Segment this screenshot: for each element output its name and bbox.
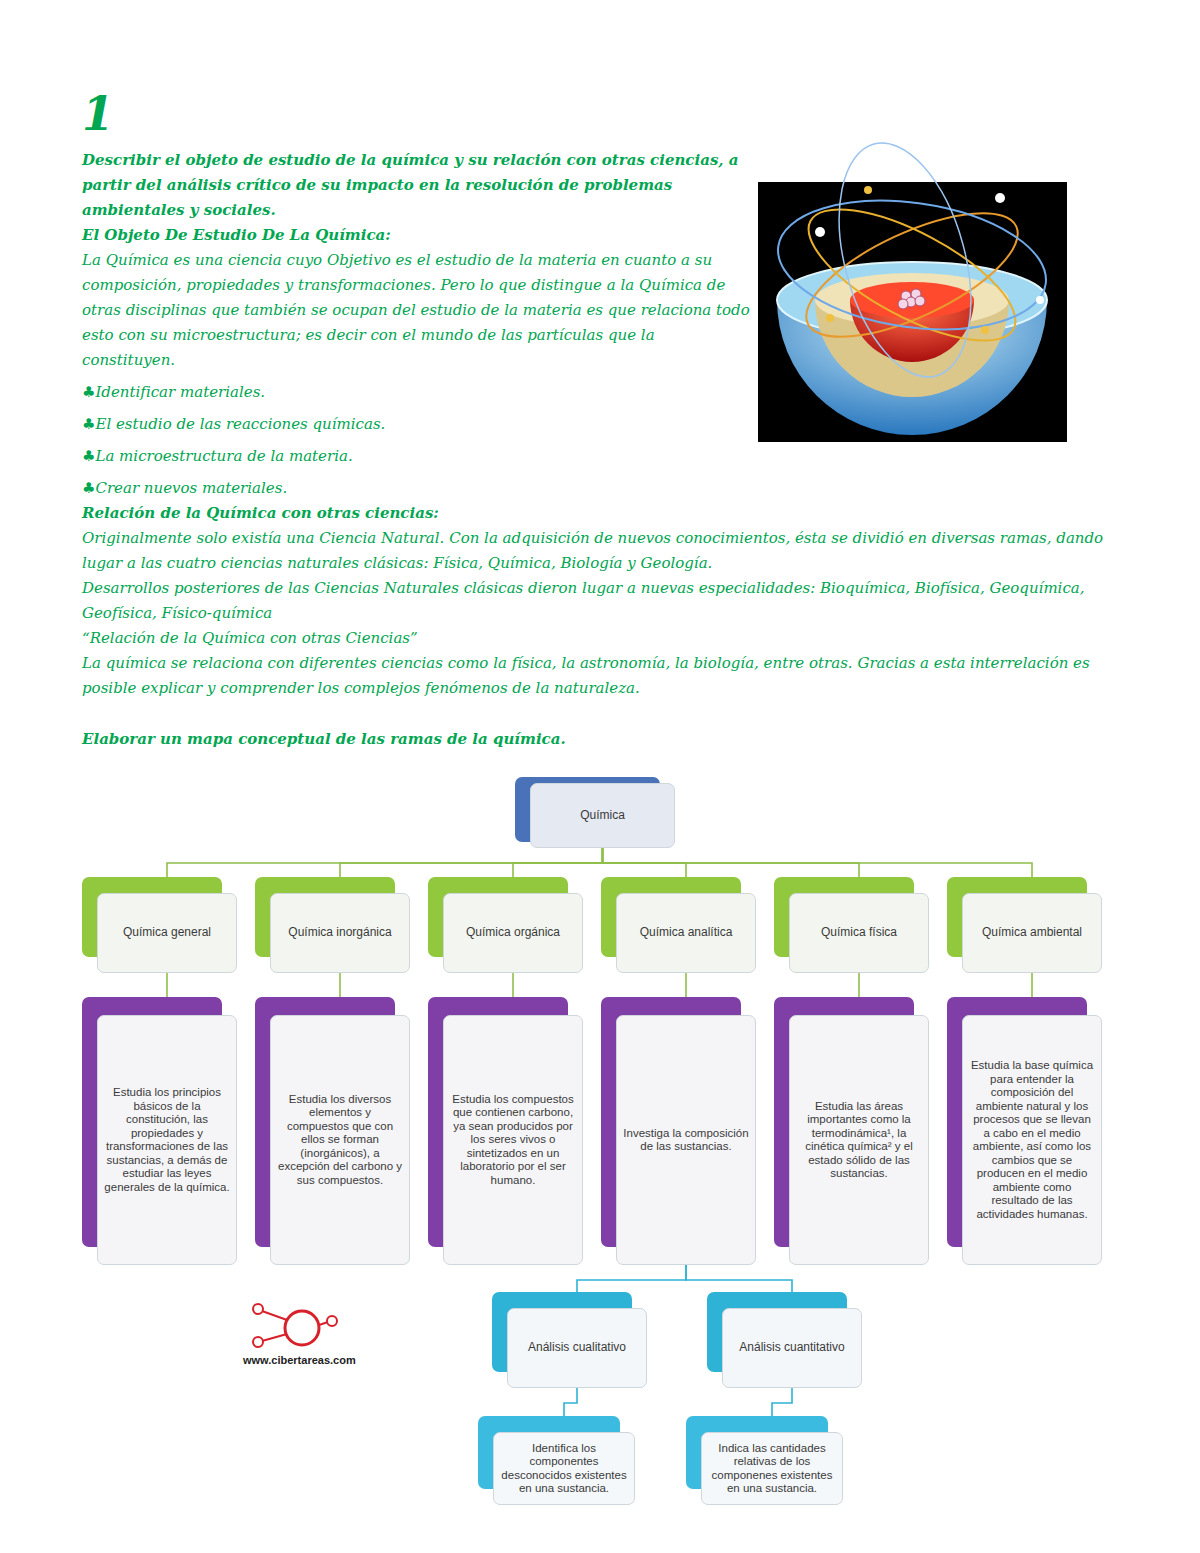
text-paragraph: Describir el objeto de estudio de la quí… [82,148,1105,223]
connector-line [603,848,1033,893]
branch-box: Análisis cuantitativo [722,1308,862,1388]
node-text: Química general [123,926,211,940]
branch-box: Química orgánica [443,893,583,973]
branch-box: Química general [97,893,237,973]
text-paragraph: Originalmente solo existía una Ciencia N… [82,526,1105,576]
description-box: Estudia la base química para entender la… [962,1015,1102,1265]
description-box: Investiga la composición de las sustanci… [616,1015,756,1265]
text-paragraph: El Objeto De Estudio De La Química: [82,223,1105,248]
node-text: Estudia los compuestos que contienen car… [450,1093,576,1188]
connector-line [564,1388,577,1432]
branch-box: Análisis cualitativo [507,1308,647,1388]
connector-line [686,1265,792,1308]
description-box: Estudia los diversos elementos y compues… [270,1015,410,1265]
connector-line [577,1265,686,1308]
text-paragraph: La química se relaciona con diferentes c… [82,651,1105,701]
page-heading: 1 [82,86,114,142]
branch-box: Química inorgánica [270,893,410,973]
text-paragraph: Desarrollos posteriores de las Ciencias … [82,576,1105,626]
text-paragraph: La Química es una ciencia cuyo Objetivo … [82,248,1105,373]
site-url: www.cibertareas.com [243,1353,356,1367]
node-text: Análisis cuantitativo [739,1341,844,1355]
connector-line [166,973,168,1015]
connector-line [603,848,687,893]
node-text: Química inorgánica [288,926,391,940]
text-paragraph: Relación de la Química con otras ciencia… [82,501,1105,526]
text-column: Describir el objeto de estudio de la quí… [82,148,1105,752]
atom-illustration [758,129,1067,442]
text-paragraph: ♣Crear nuevos materiales. [82,476,1105,501]
branch-box: Química ambiental [962,893,1102,973]
root-box: Química [530,783,675,848]
connector-line [858,973,860,1015]
node-text: Química orgánica [466,926,560,940]
connector-line [167,848,603,893]
node-text: Estudia los principios básicos de la con… [104,1086,230,1194]
connector-line [339,973,341,1015]
branch-box: Química analítica [616,893,756,973]
text-paragraph: ♣El estudio de las reacciones químicas. [82,412,1105,437]
node-text: Química analítica [640,926,733,940]
connector-line [1031,973,1033,1015]
connector-line [512,973,514,1015]
connector-line [772,1388,792,1432]
connector-line [513,848,603,893]
node-text: Identifica los componentes desconocidos … [500,1442,628,1496]
node-text: Estudia las áreas importantes como la te… [796,1100,922,1181]
node-text: Química [580,809,625,823]
description-box: Estudia las áreas importantes como la te… [789,1015,929,1265]
branch-box: Química física [789,893,929,973]
text-paragraph: ♣Identificar materiales. [82,380,1105,405]
connector-line [340,848,603,893]
text-paragraph: “Relación de la Química con otras Cienci… [82,626,1105,651]
description-box: Identifica los componentes desconocidos … [493,1432,635,1505]
connector-line [685,973,687,1015]
text-paragraph: ♣La microestructura de la materia. [82,444,1105,469]
description-box: Estudia los principios básicos de la con… [97,1015,237,1265]
node-text: Investiga la composición de las sustanci… [623,1127,749,1154]
node-text: Estudia la base química para entender la… [969,1059,1095,1221]
node-text: Química ambiental [982,926,1082,940]
node-text: Estudia los diversos elementos y compues… [277,1093,403,1188]
node-text: Análisis cualitativo [528,1341,626,1355]
text-paragraph: Elaborar un mapa conceptual de las ramas… [82,727,1105,752]
node-text: Química física [821,926,897,940]
image-space [750,182,1105,444]
site-logo [253,1304,337,1347]
description-box: Indica las cantidades relativas de los c… [701,1432,843,1505]
description-box: Estudia los compuestos que contienen car… [443,1015,583,1265]
node-text: Indica las cantidades relativas de los c… [708,1442,836,1496]
connector-line [603,848,860,893]
